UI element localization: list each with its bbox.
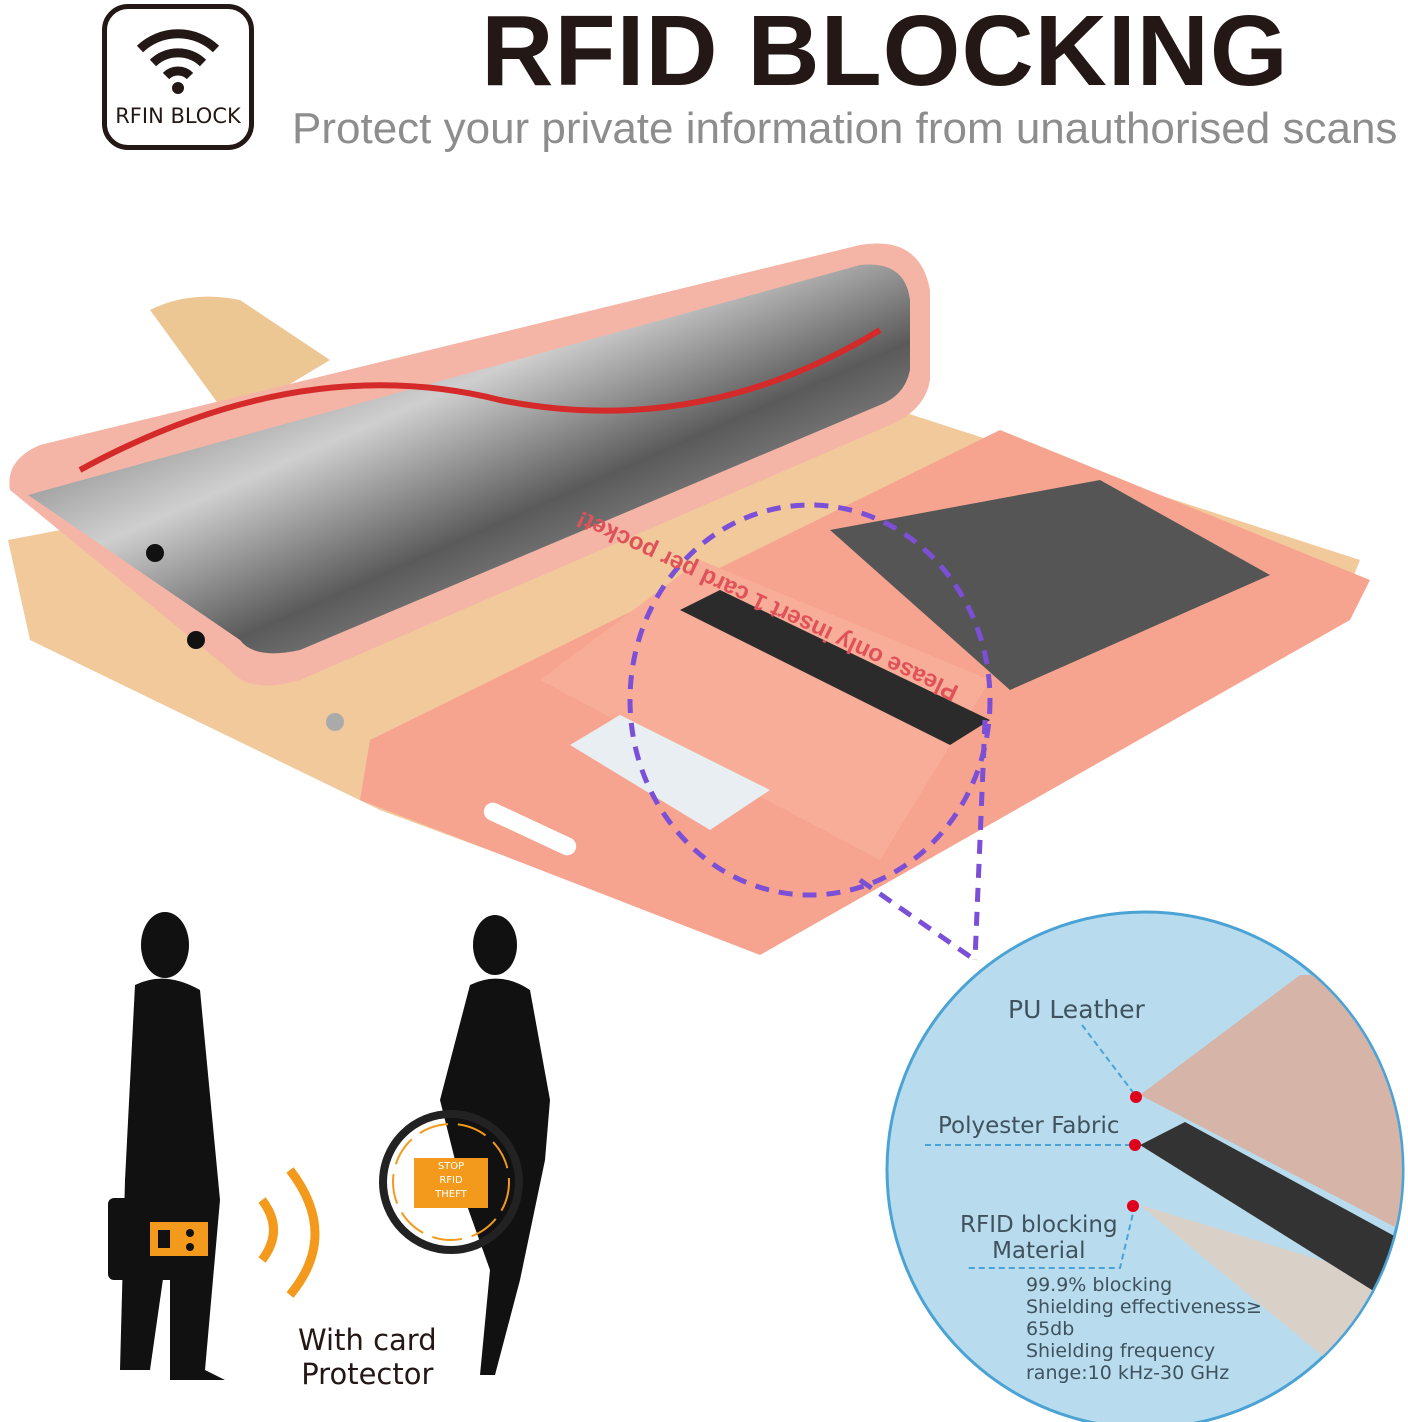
rfid-line-2: Material	[992, 1238, 1086, 1264]
phone	[9, 243, 930, 686]
badge-mid: RFID	[439, 1175, 463, 1186]
shield-ring	[379, 1110, 523, 1254]
clasp-strap	[150, 296, 330, 420]
label-rfid-material: RFID blocking Material	[960, 1212, 1118, 1264]
signal-waves-icon	[258, 1167, 320, 1298]
page-title: RFID BLOCKING	[481, 0, 1289, 107]
rivet	[326, 713, 344, 731]
polyester-layer	[1140, 1122, 1402, 1320]
banknote	[570, 715, 770, 830]
leather-layer	[1140, 975, 1402, 1240]
logo-text: RFIN BLOCK	[115, 104, 241, 128]
man-silhouette	[108, 912, 225, 1380]
label-polyester: Polyester Fabric	[938, 1113, 1120, 1139]
magnifier-circle	[627, 502, 993, 898]
rfid-block-logo: RFIN BLOCK	[102, 4, 254, 150]
spec-list: 99.9% blocking Shielding effectiveness≥ …	[1026, 1274, 1262, 1384]
spec-item: Shielding frequency	[1026, 1340, 1216, 1362]
rfid-line-1: RFID blocking	[960, 1212, 1118, 1238]
badge-bottom: THEFT	[435, 1189, 467, 1200]
page-subtitle: Protect your private information from un…	[292, 104, 1398, 153]
id-window	[830, 480, 1270, 690]
spec-item: Shielding effectiveness≥	[1026, 1296, 1262, 1318]
phone-screen	[28, 264, 910, 654]
notice-card	[680, 590, 990, 745]
wifi-icon	[136, 29, 220, 94]
spec-item: range:10 kHz-30 GHz	[1026, 1362, 1230, 1384]
stop-rfid-badge: STOP RFID THEFT	[414, 1158, 488, 1208]
camera-icon	[146, 544, 164, 562]
spec-item: 65db	[1026, 1318, 1075, 1340]
magnet-strip	[483, 802, 577, 856]
label-pu-leather: PU Leather	[1008, 995, 1145, 1024]
caption-line-2: Protector	[301, 1357, 434, 1391]
spec-item: 99.9% blocking	[1026, 1274, 1173, 1296]
caption: With card Protector	[298, 1323, 437, 1391]
badge-top: STOP	[437, 1161, 465, 1172]
caption-line-1: With card	[298, 1323, 437, 1357]
woman-silhouette	[440, 915, 550, 1375]
